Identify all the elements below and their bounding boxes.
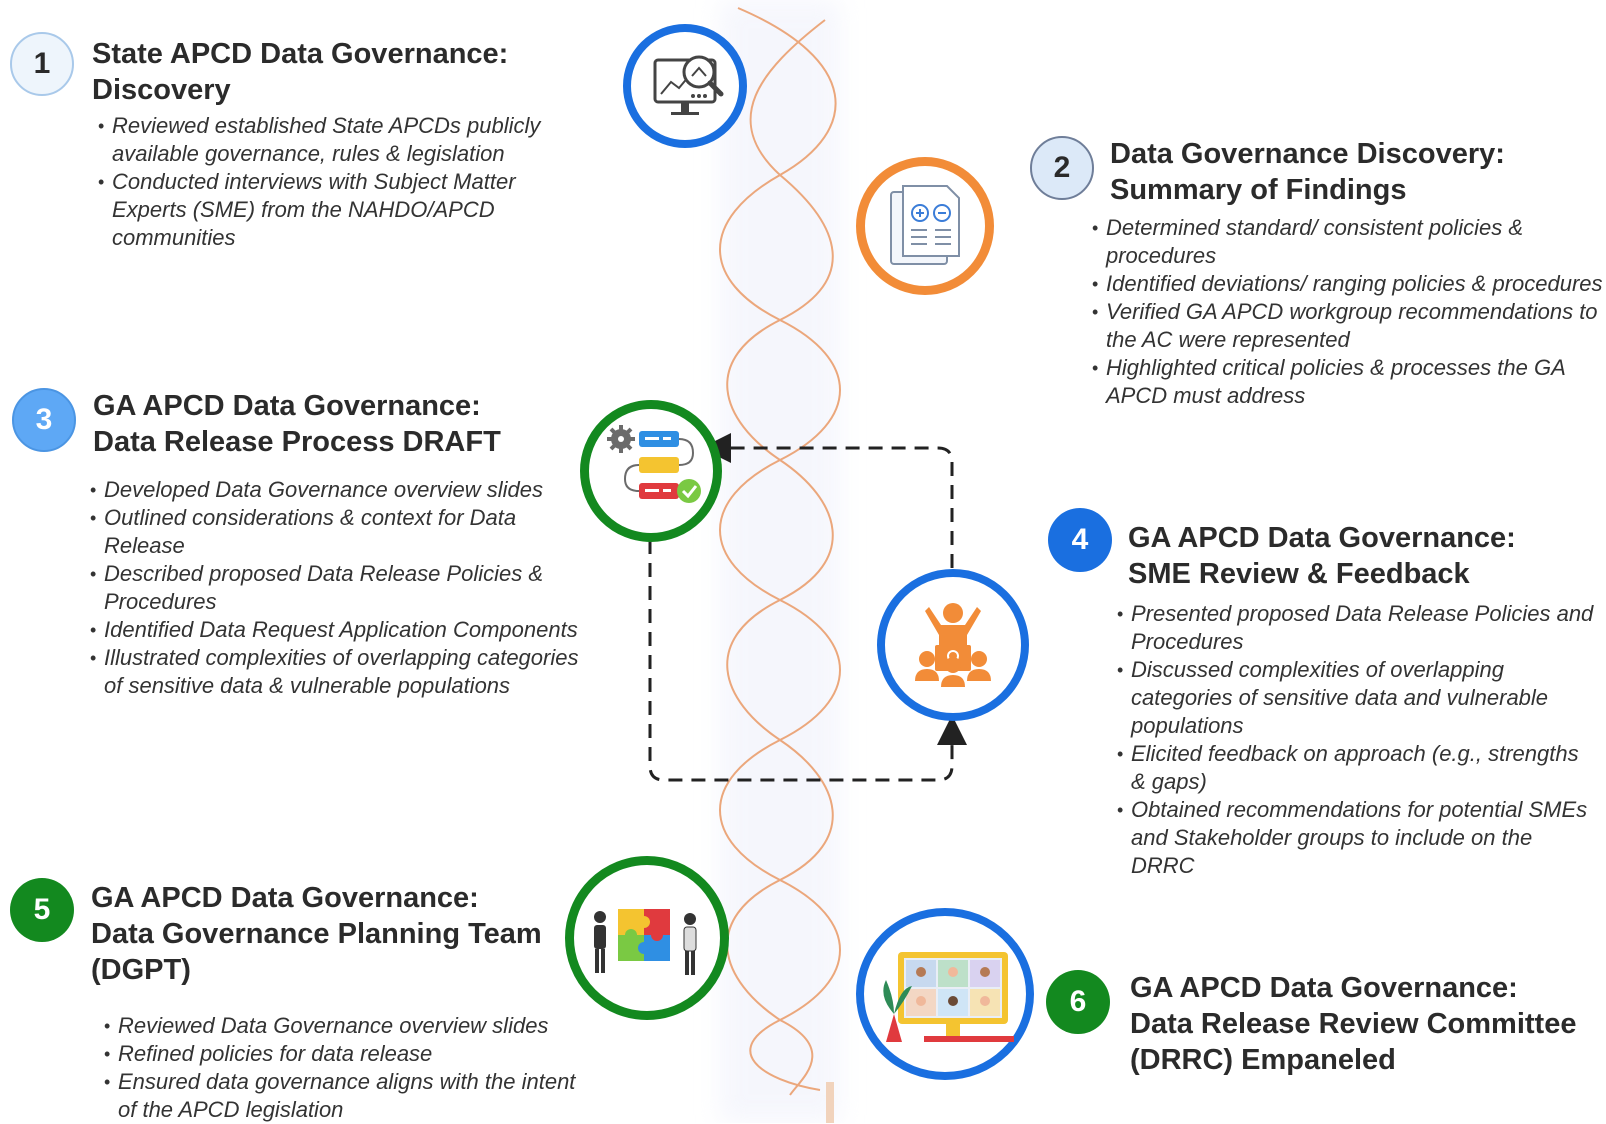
step-5-number-badge: 5 bbox=[10, 878, 74, 942]
list-item: Described proposed Data Release Policies… bbox=[90, 560, 580, 616]
puzzle-team-icon bbox=[565, 856, 729, 1020]
step-4-bullet-list: Presented proposed Data Release Policies… bbox=[1117, 600, 1595, 880]
list-item: Reviewed Data Governance overview slides bbox=[104, 1012, 584, 1040]
video-conference-icon bbox=[856, 908, 1034, 1080]
documents-icon bbox=[856, 157, 994, 295]
list-item: Conducted interviews with Subject Matter… bbox=[98, 168, 558, 252]
step-2-number-badge: 2 bbox=[1030, 136, 1094, 200]
list-item: Developed Data Governance overview slide… bbox=[90, 476, 580, 504]
list-item: Identified deviations/ ranging policies … bbox=[1092, 270, 1604, 298]
presenter-audience-icon bbox=[877, 569, 1029, 721]
list-item: Presented proposed Data Release Policies… bbox=[1117, 600, 1595, 656]
list-item: Highlighted critical policies & processe… bbox=[1092, 354, 1604, 410]
step-2-title: Data Governance Discovery:Summary of Fin… bbox=[1110, 138, 1505, 206]
list-item: Illustrated complexities of overlapping … bbox=[90, 644, 580, 700]
step-1-bullet-list: Reviewed established State APCDs publicl… bbox=[98, 112, 558, 252]
list-item: Identified Data Request Application Comp… bbox=[90, 616, 580, 644]
loop-top-dashed-arrow bbox=[701, 433, 954, 568]
list-item: Refined policies for data release bbox=[104, 1040, 584, 1068]
monitor-search-icon bbox=[623, 24, 747, 148]
list-item: Ensured data governance aligns with the … bbox=[104, 1068, 584, 1124]
step-1-title: State APCD Data Governance:Discovery bbox=[92, 38, 509, 106]
step-6-title: GA APCD Data Governance:Data Release Rev… bbox=[1130, 972, 1577, 1076]
step-2-bullet-list: Determined standard/ consistent policies… bbox=[1092, 214, 1604, 410]
step-4-number-badge: 4 bbox=[1048, 508, 1112, 572]
list-item: Obtained recommendations for potential S… bbox=[1117, 796, 1595, 880]
step-3-bullet-list: Developed Data Governance overview slide… bbox=[90, 476, 580, 700]
list-item: Determined standard/ consistent policies… bbox=[1092, 214, 1604, 270]
helix-glow bbox=[720, 0, 840, 1123]
list-item: Verified GA APCD workgroup recommendatio… bbox=[1092, 298, 1604, 354]
loop-bottom-dashed-arrow bbox=[648, 540, 967, 782]
helix-stem bbox=[826, 1082, 834, 1123]
process-flow-icon bbox=[580, 400, 722, 542]
step-3-number-badge: 3 bbox=[12, 388, 76, 452]
list-item: Reviewed established State APCDs publicl… bbox=[98, 112, 558, 168]
step-5-title: GA APCD Data Governance:Data Governance … bbox=[91, 882, 542, 986]
step-3-title: GA APCD Data Governance:Data Release Pro… bbox=[93, 390, 501, 458]
step-6-number-badge: 6 bbox=[1046, 970, 1110, 1034]
helix-strand-a bbox=[719, 7, 841, 1091]
step-5-bullet-list: Reviewed Data Governance overview slides… bbox=[104, 1012, 584, 1124]
step-4-title: GA APCD Data Governance:SME Review & Fee… bbox=[1128, 522, 1516, 590]
list-item: Outlined considerations & context for Da… bbox=[90, 504, 580, 560]
list-item: Discussed complexities of overlapping ca… bbox=[1117, 656, 1595, 740]
step-1-number-badge: 1 bbox=[10, 32, 74, 96]
list-item: Elicited feedback on approach (e.g., str… bbox=[1117, 740, 1595, 796]
